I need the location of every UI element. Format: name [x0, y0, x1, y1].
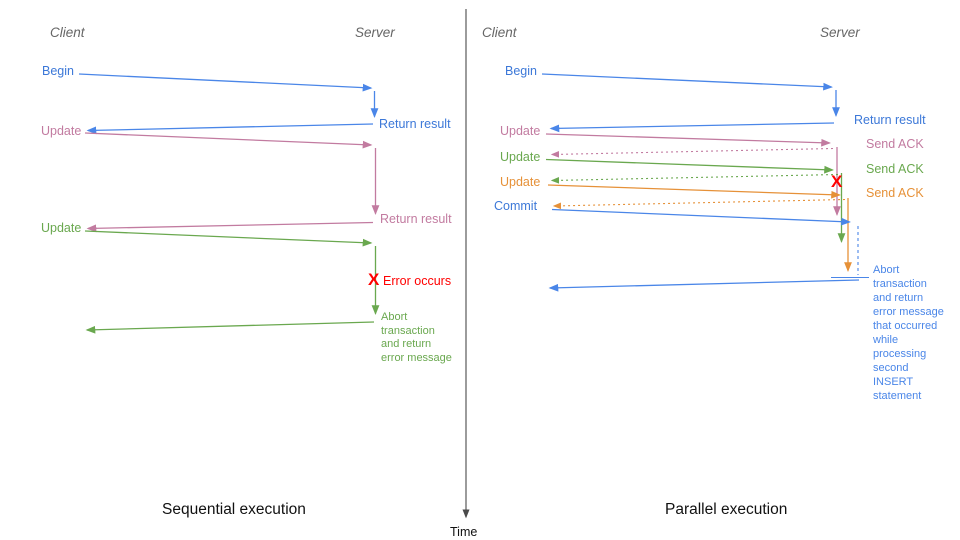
right-commit-request-arrow — [551, 208, 851, 226]
left-return-result-2-arrow — [86, 221, 374, 233]
right-abort-message: Abort transaction and return error messa… — [873, 264, 944, 402]
sequential-execution-title: Sequential execution — [162, 501, 306, 518]
right-send-ack3-label: Send ACK — [866, 186, 924, 200]
left-update1-label: Update — [41, 124, 82, 138]
left-abort-message: Abort transaction and return error messa… — [381, 311, 452, 364]
right-commit-label: Commit — [494, 199, 538, 213]
left-begin-label: Begin — [42, 64, 74, 78]
right-send-ack2-label: Send ACK — [866, 162, 924, 176]
right-abort-return-arrow — [548, 279, 860, 292]
left-begin-request-arrow — [78, 73, 373, 92]
parallel-execution-title: Parallel execution — [665, 501, 788, 518]
left-return-result-1-label: Return result — [379, 117, 451, 131]
left-abort-return-arrow — [85, 321, 375, 334]
left-return-result-1-arrow — [86, 123, 374, 135]
left-error-occurs-label: Error occurs — [383, 274, 452, 288]
right-update3-request-arrow — [547, 184, 841, 199]
left-update2-label: Update — [41, 221, 82, 235]
right-error-x-icon: X — [831, 172, 843, 191]
right-return-result-arrow — [549, 122, 835, 133]
right-update2-request-arrow — [545, 158, 834, 174]
left-return-result-2-label: Return result — [380, 212, 452, 226]
right-update1-label: Update — [500, 124, 541, 138]
right-update2-label: Update — [500, 150, 541, 164]
left-update2-request-arrow — [84, 230, 373, 247]
right-send-ack1-label: Send ACK — [866, 137, 924, 151]
right-client-label: Client — [482, 25, 517, 40]
right-return-result-label: Return result — [854, 113, 926, 127]
left-update1-request-arrow — [84, 132, 373, 149]
left-error-x-icon: X — [368, 270, 380, 289]
left-server-label: Server — [355, 25, 395, 40]
right-update1-request-arrow — [545, 133, 831, 147]
right-begin-request-arrow — [541, 73, 833, 91]
left-client-label: Client — [50, 25, 85, 40]
right-send-ack2-dotted-arrow — [550, 173, 839, 184]
right-server-label: Server — [820, 25, 860, 40]
right-update3-label: Update — [500, 175, 541, 189]
right-send-ack3-dotted-arrow — [552, 198, 846, 210]
time-axis-label: Time — [450, 525, 478, 539]
right-begin-label: Begin — [505, 64, 537, 78]
right-send-ack1-dotted-arrow — [550, 147, 834, 158]
